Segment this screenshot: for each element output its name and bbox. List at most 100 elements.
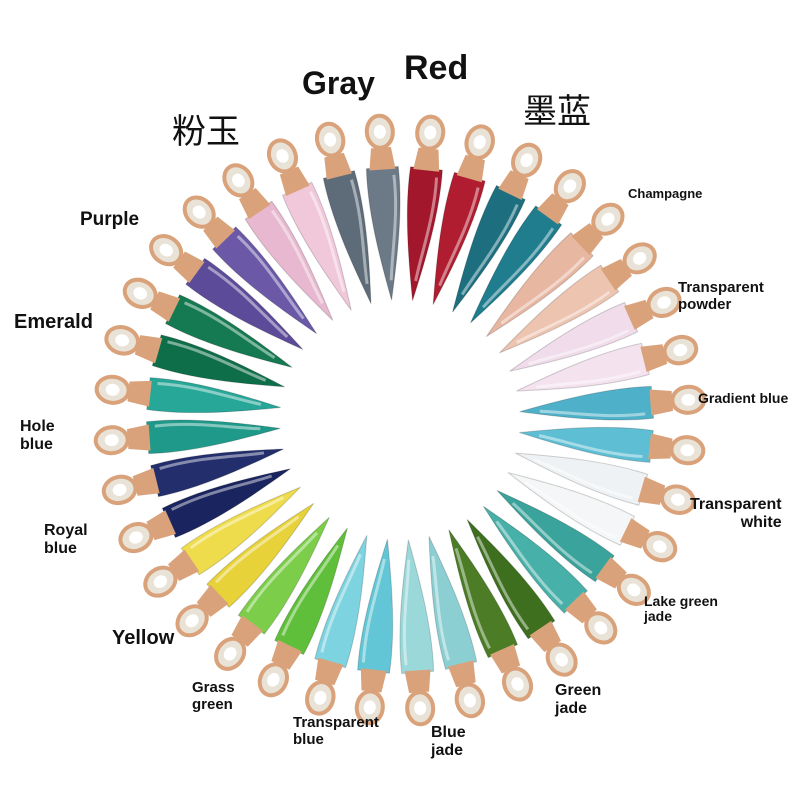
gem-stone (322, 170, 372, 304)
gem-stone (448, 529, 519, 659)
gem-facet-highlight (236, 235, 305, 320)
gem-stone (482, 505, 588, 614)
earring-hook-hole (133, 287, 148, 300)
gem-stone (281, 181, 352, 311)
gem-facet-highlight (167, 340, 267, 382)
gem-facet-highlight (454, 547, 491, 650)
earring (314, 121, 372, 304)
earring (507, 472, 678, 563)
gem-stone (399, 539, 435, 675)
earring-hook-hole (627, 583, 641, 597)
earring-hook-hole (104, 434, 119, 447)
gem-facet-highlight (533, 458, 633, 500)
gem-stone (365, 165, 401, 301)
gem-facet-highlight (511, 501, 593, 575)
earring-hook-hole (632, 252, 647, 265)
earring-cap (640, 344, 668, 372)
earring-hook-hole (555, 652, 568, 667)
gem-facet-highlight (245, 531, 319, 613)
earring (485, 202, 625, 338)
earring (182, 195, 318, 335)
earring-cap (490, 644, 521, 674)
earring-cap (413, 147, 440, 172)
gem-stone (516, 342, 650, 392)
gem-facet-highlight (270, 209, 324, 305)
gem-stone (146, 377, 281, 414)
label-gradient-blue: Gradient blue (698, 390, 789, 406)
gem-stone (428, 536, 478, 670)
earring-cap (369, 146, 396, 171)
earring (482, 505, 618, 645)
gem-stone (244, 200, 334, 321)
earring-cap (448, 660, 476, 688)
gem-facet-highlight (500, 256, 585, 325)
earring-hook-hole (159, 243, 173, 257)
earring-hook-hole (232, 173, 245, 188)
earring-hook-hole (563, 179, 577, 193)
earring-hook-hole (652, 540, 667, 553)
gem-facet-highlight (524, 480, 617, 539)
gem-stone (357, 539, 394, 674)
earring-hook-hole (267, 672, 280, 687)
earring-cap (649, 389, 674, 416)
earring (509, 286, 682, 372)
gem-stone (164, 294, 293, 368)
earring-hook-hole (112, 483, 127, 496)
label-red: Red (404, 49, 469, 87)
earring-cap (150, 291, 181, 322)
gem-facet-highlight (189, 496, 285, 550)
earring-hook-hole (115, 334, 130, 347)
gem-facet-highlight (414, 177, 439, 282)
gem-facet-highlight (320, 553, 362, 653)
earring-cap (127, 380, 152, 407)
earring (93, 419, 281, 456)
label-purple: Purple (80, 209, 140, 230)
gem-stone (466, 519, 556, 640)
earring (448, 529, 534, 702)
earring (143, 486, 301, 598)
label-champagne: Champagne (628, 186, 703, 201)
earring (222, 163, 334, 321)
gem-facet-highlight (539, 409, 646, 418)
gem-facet-highlight (154, 422, 261, 431)
gem-stone (432, 171, 486, 305)
label-yellow: Yellow (112, 627, 175, 649)
earring (428, 536, 486, 719)
earring (175, 502, 315, 638)
gem-stone (151, 334, 285, 388)
earring-cap (315, 657, 344, 686)
gem-stone (314, 535, 368, 669)
earring (305, 535, 368, 716)
gem-stone (507, 472, 636, 546)
gem-facet-highlight (495, 520, 564, 605)
earring (266, 138, 352, 311)
earring-cap (134, 335, 163, 364)
earring (516, 334, 699, 392)
gem-stone (499, 264, 620, 354)
gem-facet-highlight (389, 174, 398, 281)
gem-stone (145, 419, 281, 455)
earring-hook-hole (680, 444, 695, 457)
gem-stone (470, 205, 563, 324)
earring-hook-hole (314, 690, 327, 705)
earring (499, 242, 657, 354)
earring-hook-hole (373, 124, 386, 139)
gem-stone (185, 257, 304, 350)
earring (104, 325, 285, 388)
earring (470, 169, 586, 324)
gem-facet-highlight (183, 301, 276, 360)
earring (122, 277, 293, 368)
gem-stone (150, 448, 284, 498)
gem-facet-highlight (215, 515, 300, 584)
earring-cap (271, 639, 302, 670)
earring-hook-hole (473, 135, 486, 150)
earring-cap (146, 510, 176, 541)
earring-hook-hole (681, 393, 696, 406)
gem-facet-highlight (538, 434, 643, 459)
earring-hook-hole (520, 153, 533, 168)
